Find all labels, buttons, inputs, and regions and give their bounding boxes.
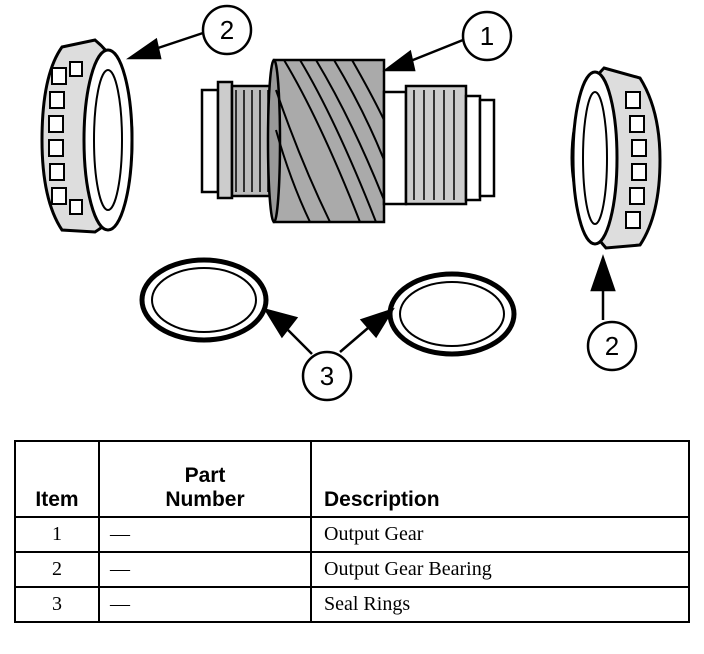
row-part-number: — [98, 551, 312, 588]
row-description: Output Gear [310, 516, 690, 553]
right-bearing [570, 66, 662, 250]
header-item: Item [14, 440, 100, 518]
svg-text:2: 2 [220, 15, 234, 45]
table-row: 3 — Seal Rings [14, 586, 690, 623]
callout-2-right: 2 [586, 320, 638, 372]
callout-leaders [125, 31, 616, 355]
svg-text:3: 3 [320, 361, 334, 391]
parts-table: Item Part Number Description 1 — Output … [14, 440, 690, 623]
exploded-parts-illustration: 1 2 2 3 [40, 4, 662, 402]
header-part-number: Part Number [98, 440, 312, 518]
seal-ring-right [387, 271, 517, 357]
table-row: 1 — Output Gear [14, 516, 690, 553]
row-item: 1 [14, 516, 100, 553]
left-bearing [40, 38, 134, 234]
row-item: 2 [14, 551, 100, 588]
table-header-row: Item Part Number Description [14, 440, 690, 518]
seal-ring-left [139, 257, 269, 343]
table-row: 2 — Output Gear Bearing [14, 551, 690, 588]
header-part-number-line1: Part [184, 464, 226, 487]
row-part-number: — [98, 586, 312, 623]
output-gear [200, 58, 496, 224]
svg-text:1: 1 [480, 21, 494, 51]
callout-3: 3 [301, 350, 353, 402]
callout-1: 1 [461, 10, 513, 62]
header-description: Description [310, 440, 690, 518]
header-part-number-line2: Number [165, 488, 245, 511]
row-part-number: — [98, 516, 312, 553]
row-description: Seal Rings [310, 586, 690, 623]
row-description: Output Gear Bearing [310, 551, 690, 588]
callout-2-left: 2 [201, 4, 253, 56]
svg-text:2: 2 [605, 331, 619, 361]
row-item: 3 [14, 586, 100, 623]
